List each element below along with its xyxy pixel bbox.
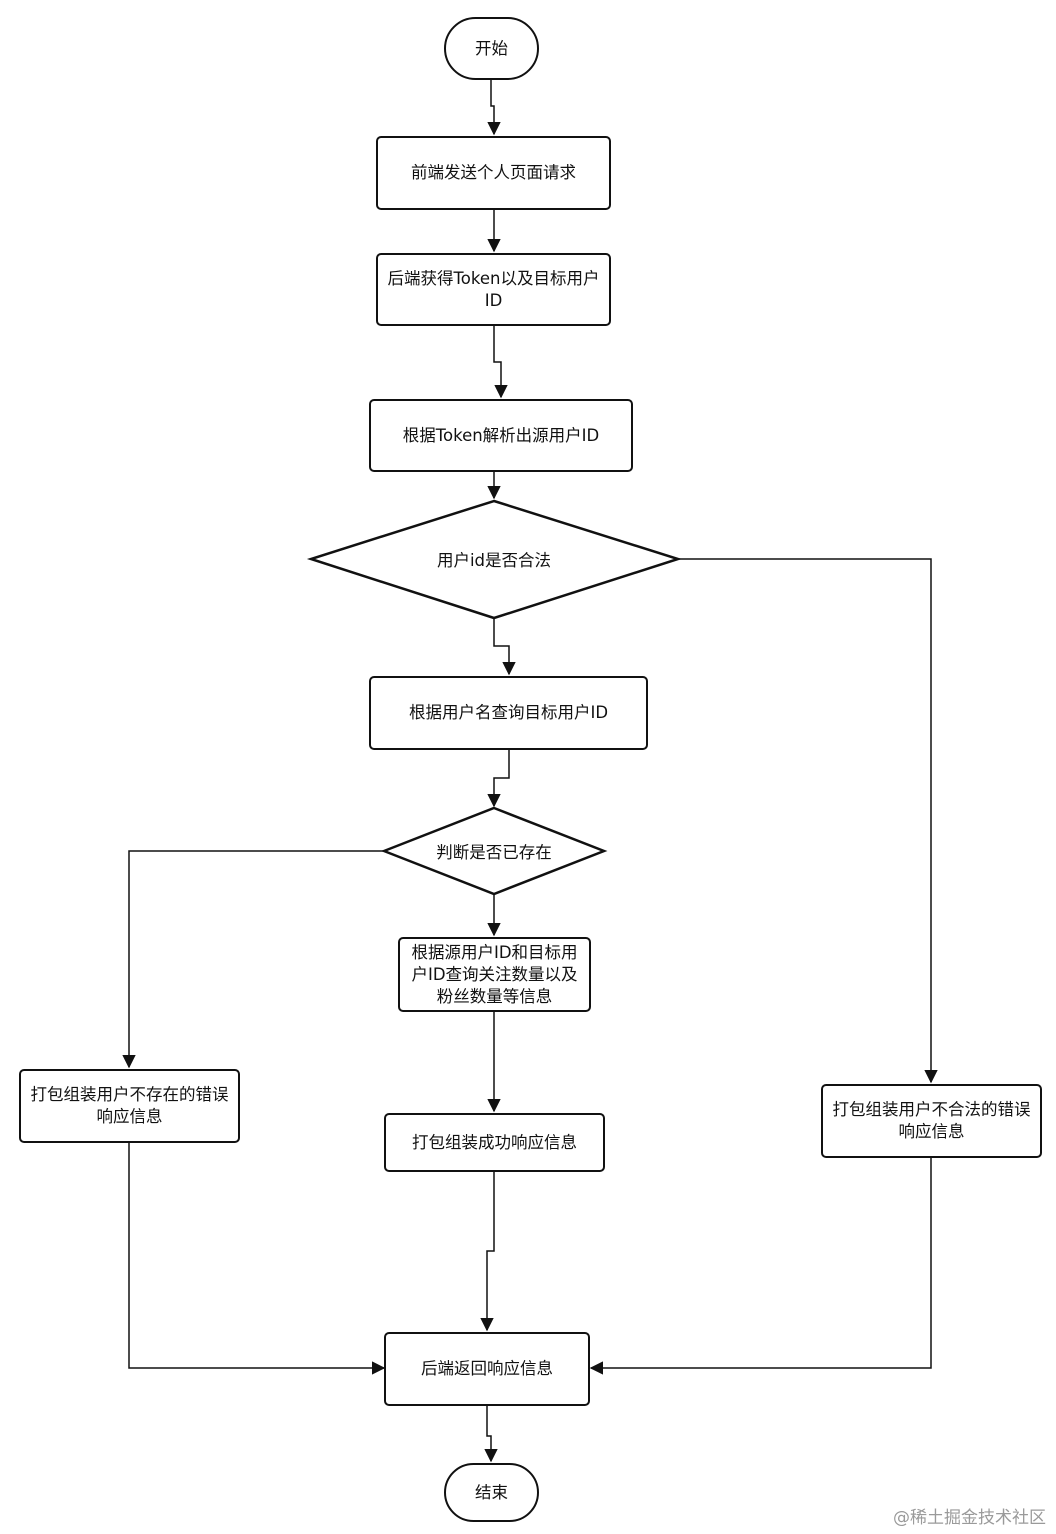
not-exist-error-step-label: 打包组装用户不存在的错误响应信息	[30, 1085, 229, 1126]
edge-valid-to-invalid-error	[678, 558, 938, 1084]
edge-token-to-parse	[493, 326, 508, 399]
end-node: 结束	[444, 1463, 539, 1522]
edge-exists-to-not-exist-error	[122, 850, 384, 1069]
decision-valid-label-box: 用户id是否合法	[400, 545, 588, 573]
edge-not-exist-error-to-return	[128, 1143, 386, 1375]
query-stats-step-label: 根据源用户ID和目标用户ID查询关注数量以及粉丝数量等信息	[411, 942, 578, 1006]
success-step: 打包组装成功响应信息	[384, 1113, 605, 1172]
success-step-label: 打包组装成功响应信息	[412, 1132, 577, 1152]
get-token-step-label: 后端获得Token以及目标用户ID	[387, 268, 600, 310]
not-exist-error-step: 打包组装用户不存在的错误响应信息	[19, 1069, 240, 1143]
edge-start-to-request	[487, 80, 501, 136]
end-label: 结束	[475, 1482, 508, 1502]
request-step-label: 前端发送个人页面请求	[411, 163, 576, 182]
query-stats-step: 根据源用户ID和目标用户ID查询关注数量以及粉丝数量等信息	[398, 937, 591, 1012]
edge-success-to-return	[480, 1172, 495, 1332]
edge-return-to-end	[484, 1406, 498, 1463]
edge-valid-to-query-target	[493, 618, 516, 676]
invalid-error-step-label: 打包组装用户不合法的错误响应信息	[832, 1100, 1031, 1141]
decision-exists-diamond	[380, 806, 608, 896]
parse-step: 根据Token解析出源用户ID	[369, 399, 633, 472]
edge-query-target-to-exists	[487, 750, 510, 808]
return-step-label: 后端返回响应信息	[421, 1359, 553, 1378]
watermark-text: @稀土掘金技术社区	[893, 1508, 1046, 1528]
decision-exists-label-box: 判断是否已存在	[414, 837, 574, 865]
start-label: 开始	[475, 38, 508, 58]
parse-step-label: 根据Token解析出源用户ID	[402, 425, 600, 445]
get-token-step: 后端获得Token以及目标用户ID	[376, 253, 611, 326]
edge-invalid-error-to-return	[589, 1158, 932, 1375]
query-target-step: 根据用户名查询目标用户ID	[369, 676, 648, 750]
return-step: 后端返回响应信息	[384, 1332, 590, 1406]
decision-valid-diamond	[306, 499, 683, 620]
decision-valid-label: 用户id是否合法	[436, 551, 552, 570]
invalid-error-step: 打包组装用户不合法的错误响应信息	[821, 1084, 1042, 1158]
decision-exists-label: 判断是否已存在	[436, 843, 552, 862]
start-node: 开始	[444, 17, 539, 80]
request-step: 前端发送个人页面请求	[376, 136, 611, 210]
query-target-step-label: 根据用户名查询目标用户ID	[408, 703, 609, 722]
